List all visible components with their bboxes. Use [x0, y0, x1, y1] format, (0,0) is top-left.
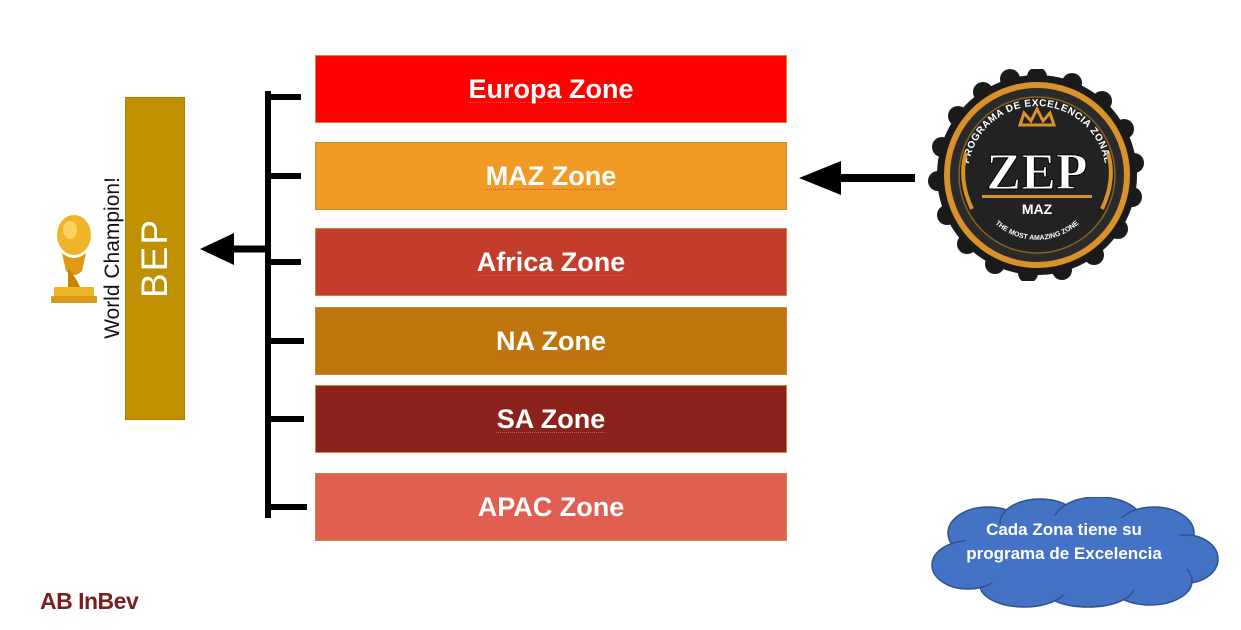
trophy-icon [51, 215, 97, 303]
cloud-text: Cada Zona tiene su programa de Excelenci… [966, 520, 1162, 563]
zone-africa: Africa Zone [315, 228, 787, 296]
zone-africa-label: Africa Zone [476, 246, 626, 277]
zone-sa-label: SA Zone [496, 403, 606, 434]
arrow-left-to-bep-icon [200, 233, 266, 265]
zone-apac-label: APAC Zone [477, 491, 625, 522]
abinbev-logo: AB InBev [40, 588, 139, 614]
zep-main-text: ZEP [986, 144, 1087, 201]
zone-europa-label: Europa Zone [468, 73, 634, 104]
zone-maz: MAZ Zone [315, 142, 787, 210]
arrow-left-to-maz-icon [799, 161, 915, 195]
zone-sa: SA Zone [315, 385, 787, 453]
zone-na-label: NA Zone [496, 325, 606, 356]
zone-europa: Europa Zone [315, 55, 787, 123]
bep-banner [125, 97, 185, 420]
cloud-callout [931, 497, 1219, 608]
zep-sub-text: MAZ [1022, 201, 1053, 217]
zep-badge: PROGRAMA DE EXCELENCIA ZONAL ZEP MAZ THE… [928, 69, 1144, 281]
zone-maz-label: MAZ Zone [485, 160, 617, 191]
zone-apac: APAC Zone [315, 473, 787, 541]
zone-na: NA Zone [315, 307, 787, 375]
